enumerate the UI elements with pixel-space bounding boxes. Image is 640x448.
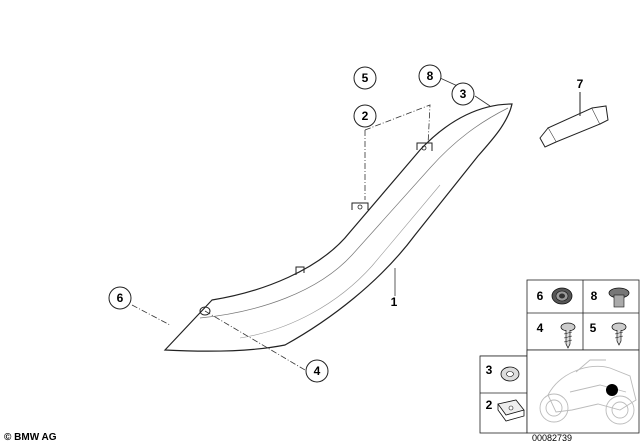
svg-text:8: 8: [591, 289, 598, 303]
trim-panel-part-1: [163, 103, 513, 352]
label-part-1[interactable]: 1: [391, 295, 398, 309]
document-number: 00082739: [532, 433, 573, 443]
callout-3-top[interactable]: 3: [451, 82, 475, 106]
svg-text:4: 4: [537, 321, 544, 335]
legend-item-2[interactable]: 2: [486, 398, 525, 422]
callout-6-left[interactable]: 6: [108, 286, 132, 310]
label-part-7[interactable]: 7: [577, 77, 584, 91]
adhesive-tube-part-7: [539, 92, 609, 148]
callout-4-bottom[interactable]: 4: [305, 359, 329, 383]
leader-lines: [131, 104, 431, 371]
svg-text:2: 2: [486, 398, 493, 412]
svg-text:5: 5: [362, 71, 369, 85]
svg-text:3: 3: [486, 363, 493, 377]
legend-item-4[interactable]: 4: [537, 321, 576, 349]
svg-text:6: 6: [537, 289, 544, 303]
callout-8-top[interactable]: 8: [418, 64, 442, 88]
legend-item-6[interactable]: 6: [537, 287, 573, 305]
location-marker: [606, 384, 618, 396]
svg-text:8: 8: [427, 69, 434, 83]
svg-text:3: 3: [460, 87, 467, 101]
legend-item-5[interactable]: 5: [590, 321, 627, 346]
legend-item-8[interactable]: 8: [591, 287, 630, 308]
svg-text:6: 6: [117, 291, 124, 305]
svg-text:2: 2: [362, 109, 369, 123]
callout-5-top[interactable]: 5: [353, 66, 377, 90]
legend-item-3[interactable]: 3: [486, 363, 520, 382]
svg-text:5: 5: [590, 321, 597, 335]
copyright: © BMW AG: [4, 432, 57, 443]
callout-2-top[interactable]: 2: [353, 104, 377, 128]
svg-text:4: 4: [314, 364, 321, 378]
